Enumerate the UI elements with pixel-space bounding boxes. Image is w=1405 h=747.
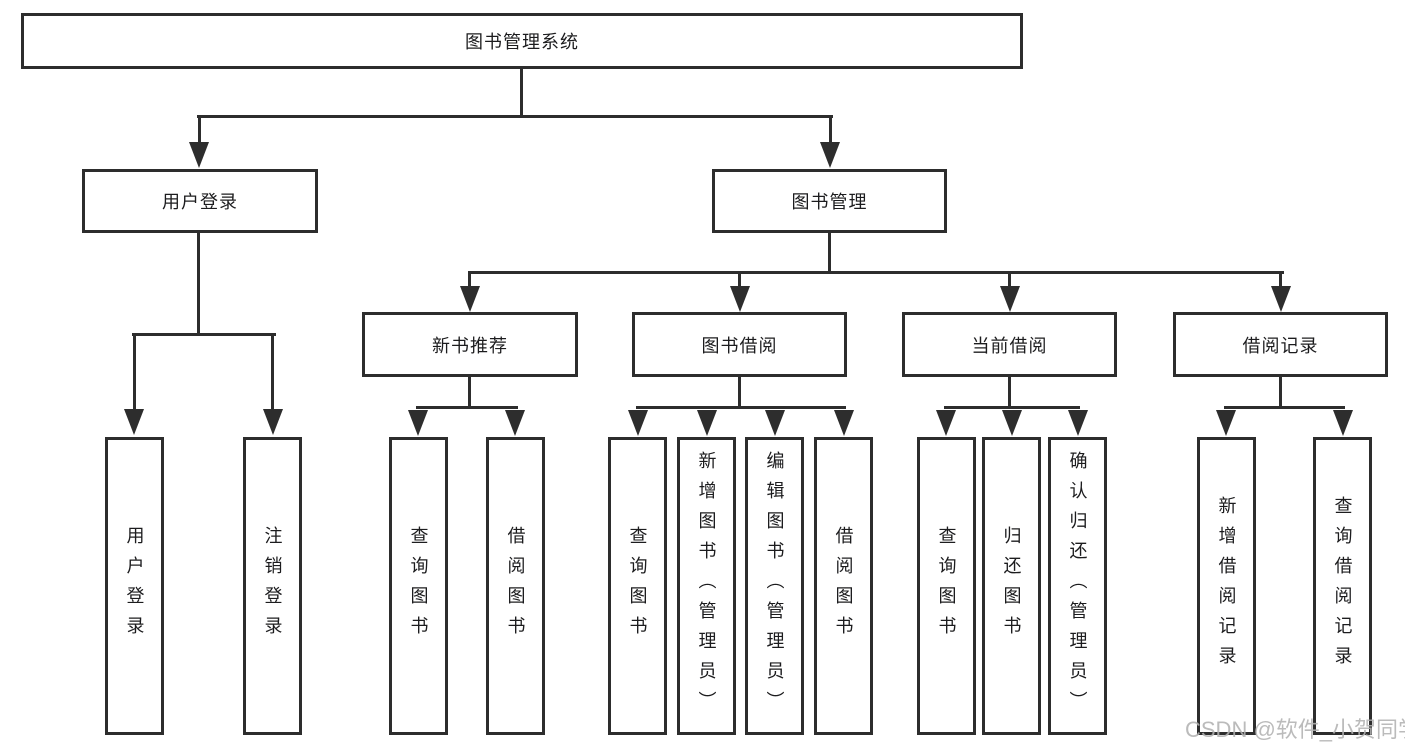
node-label: 新书推荐 bbox=[432, 335, 508, 356]
arrowhead-down-icon bbox=[460, 286, 480, 312]
connector-line bbox=[133, 336, 136, 411]
connector-line bbox=[1279, 377, 1282, 408]
arrowhead-down-icon bbox=[834, 410, 854, 436]
node-label: 图书管理系统 bbox=[465, 32, 579, 52]
connector-line bbox=[1279, 274, 1282, 288]
connector-line bbox=[132, 333, 276, 336]
connector-line bbox=[1008, 274, 1011, 288]
connector-line bbox=[197, 115, 833, 118]
node-library-system: 图书管理系统 bbox=[21, 13, 1023, 69]
node-label: 图书管理 bbox=[791, 192, 868, 212]
node-label: 当前借阅 bbox=[971, 335, 1048, 356]
arrowhead-down-icon bbox=[765, 410, 785, 436]
connector-line bbox=[828, 233, 831, 274]
arrowhead-down-icon bbox=[124, 409, 144, 435]
arrowhead-down-icon bbox=[408, 410, 428, 436]
connector-line bbox=[636, 406, 846, 409]
leaf-label: 查询图书 bbox=[936, 526, 957, 646]
leaf-current-return-books: 归还图书 bbox=[982, 437, 1041, 735]
node-current-borrowing: 当前借阅 bbox=[902, 312, 1117, 377]
leaf-label: 注销登录 bbox=[262, 526, 283, 646]
arrowhead-down-icon bbox=[628, 410, 648, 436]
leaf-recommend-query-books: 查询图书 bbox=[389, 437, 448, 735]
arrowhead-down-icon bbox=[1333, 410, 1353, 436]
leaf-current-query-books: 查询图书 bbox=[917, 437, 976, 735]
leaf-records-query-record: 查询借阅记录 bbox=[1313, 437, 1372, 735]
connector-line bbox=[198, 118, 201, 144]
arrowhead-down-icon bbox=[1271, 286, 1291, 312]
node-new-book-recommend: 新书推荐 bbox=[362, 312, 578, 377]
connector-line bbox=[468, 271, 1284, 274]
arrowhead-down-icon bbox=[820, 142, 840, 168]
arrowhead-down-icon bbox=[697, 410, 717, 436]
leaf-user-login: 用户登录 bbox=[105, 437, 164, 735]
watermark: CSDN @软件_小贺同学 bbox=[1185, 717, 1405, 742]
node-label: 用户登录 bbox=[162, 192, 238, 212]
connector-line bbox=[416, 406, 518, 409]
connector-line bbox=[520, 69, 523, 118]
leaf-label: 新增借阅记录 bbox=[1216, 496, 1237, 676]
connector-line bbox=[829, 118, 832, 144]
arrowhead-down-icon bbox=[730, 286, 750, 312]
arrowhead-down-icon bbox=[1000, 286, 1020, 312]
connector-line bbox=[738, 274, 741, 288]
leaf-label: 借阅图书 bbox=[505, 526, 526, 646]
arrowhead-down-icon bbox=[1216, 410, 1236, 436]
node-book-management: 图书管理 bbox=[712, 169, 947, 233]
arrowhead-down-icon bbox=[263, 409, 283, 435]
leaf-borrowing-query-books: 查询图书 bbox=[608, 437, 667, 735]
leaf-records-add-record: 新增借阅记录 bbox=[1197, 437, 1256, 735]
leaf-label: 编辑图书（管理员） bbox=[764, 451, 785, 721]
leaf-borrowing-borrow-books: 借阅图书 bbox=[814, 437, 873, 735]
leaf-logout: 注销登录 bbox=[243, 437, 302, 735]
connector-line bbox=[944, 406, 1080, 409]
leaf-label: 查询借阅记录 bbox=[1332, 496, 1353, 676]
leaf-recommend-borrow-books: 借阅图书 bbox=[486, 437, 545, 735]
leaf-label: 查询图书 bbox=[408, 526, 429, 646]
arrowhead-down-icon bbox=[1002, 410, 1022, 436]
node-user-login: 用户登录 bbox=[82, 169, 318, 233]
node-label: 图书借阅 bbox=[701, 335, 778, 356]
leaf-borrowing-add-books-admin: 新增图书（管理员） bbox=[677, 437, 736, 735]
connector-line bbox=[468, 377, 471, 408]
leaf-label: 用户登录 bbox=[124, 526, 145, 646]
leaf-current-confirm-return-admin: 确认归还（管理员） bbox=[1048, 437, 1107, 735]
connector-line bbox=[738, 377, 741, 408]
arrowhead-down-icon bbox=[936, 410, 956, 436]
leaf-label: 查询图书 bbox=[627, 526, 648, 646]
connector-line bbox=[468, 274, 471, 288]
arrowhead-down-icon bbox=[189, 142, 209, 168]
connector-line bbox=[271, 336, 274, 411]
leaf-label: 新增图书（管理员） bbox=[696, 451, 717, 721]
connector-line bbox=[197, 233, 200, 336]
leaf-label: 归还图书 bbox=[1001, 526, 1022, 646]
connector-line bbox=[1008, 377, 1011, 408]
connector-line bbox=[1224, 406, 1345, 409]
leaf-borrowing-edit-books-admin: 编辑图书（管理员） bbox=[745, 437, 804, 735]
node-label: 借阅记录 bbox=[1242, 335, 1319, 356]
node-book-borrowing: 图书借阅 bbox=[632, 312, 847, 377]
arrowhead-down-icon bbox=[1068, 410, 1088, 436]
arrowhead-down-icon bbox=[505, 410, 525, 436]
leaf-label: 借阅图书 bbox=[833, 526, 854, 646]
node-borrowing-records: 借阅记录 bbox=[1173, 312, 1388, 377]
leaf-label: 确认归还（管理员） bbox=[1067, 451, 1088, 721]
